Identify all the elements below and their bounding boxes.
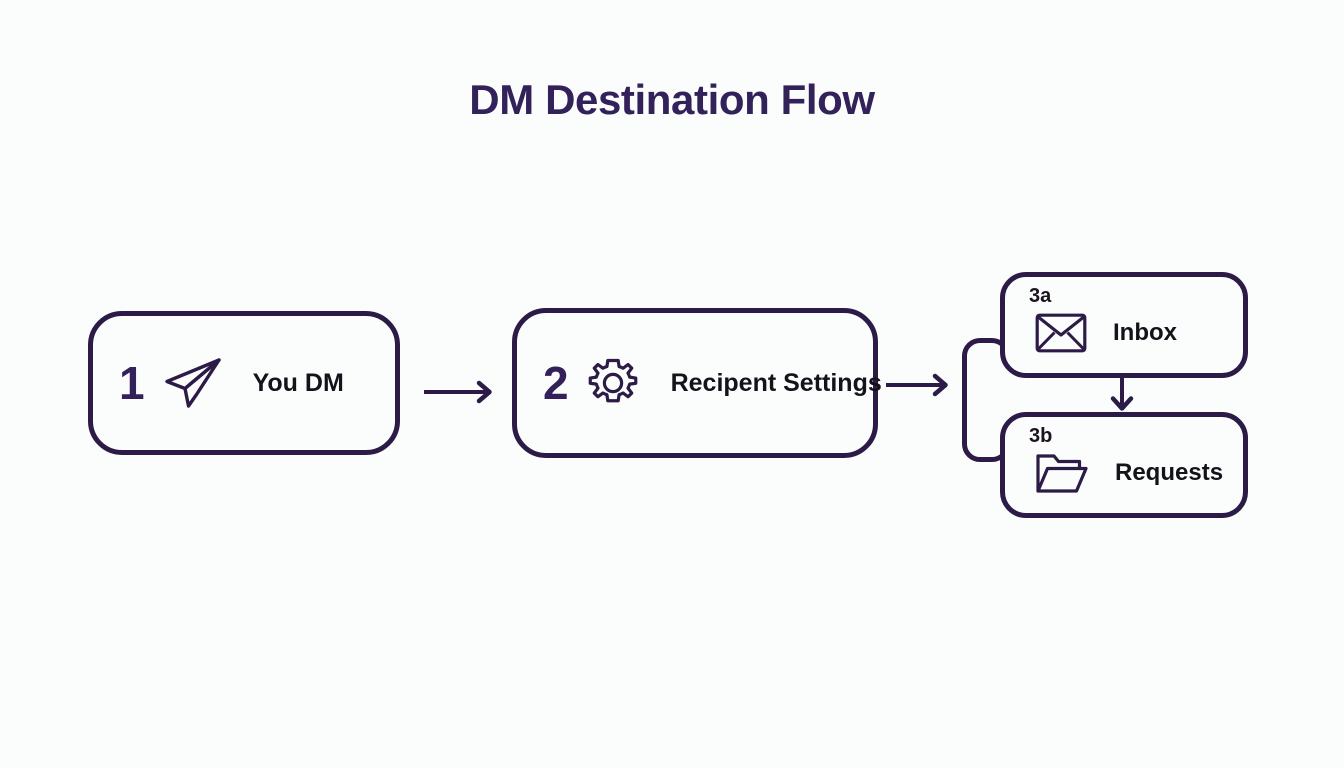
flow-node-content: 2 Recipent Settings [517,355,882,411]
page-title: DM Destination Flow [469,76,875,123]
flow-node-content: Inbox [1005,297,1243,353]
flow-node-inbox[interactable]: 3a Inbox [1000,272,1248,378]
flow-node-label-you-dm: You DM [252,368,344,397]
flow-node-content: 1 You DM [93,356,395,410]
flow-node-content: Requests [1005,435,1243,495]
connector-arrow-1-to-2 [424,380,500,404]
gear-icon [585,355,641,411]
step-number-3b: 3b [1029,425,1053,447]
paper-plane-icon [161,356,223,410]
flow-node-recipient-settings[interactable]: 2 Recipent Settings [512,308,882,458]
flow-node-label-inbox: Inbox [1113,319,1177,346]
flow-node-requests[interactable]: 3b Requests [1000,412,1248,518]
flow-node-label-recipient-settings: Recipent Settings [670,368,882,397]
step-number-1: 1 [119,357,145,409]
connector-arrow-2-to-branch [886,373,954,397]
connector-arrow-3a-to-3b [1106,376,1138,416]
envelope-icon [1035,313,1087,353]
flow-node-you-dm[interactable]: 1 You DM [88,311,400,455]
step-number-2: 2 [543,357,569,409]
step-number-3a: 3a [1029,285,1052,307]
folder-icon [1035,451,1089,495]
flow-node-label-requests: Requests [1115,459,1224,486]
